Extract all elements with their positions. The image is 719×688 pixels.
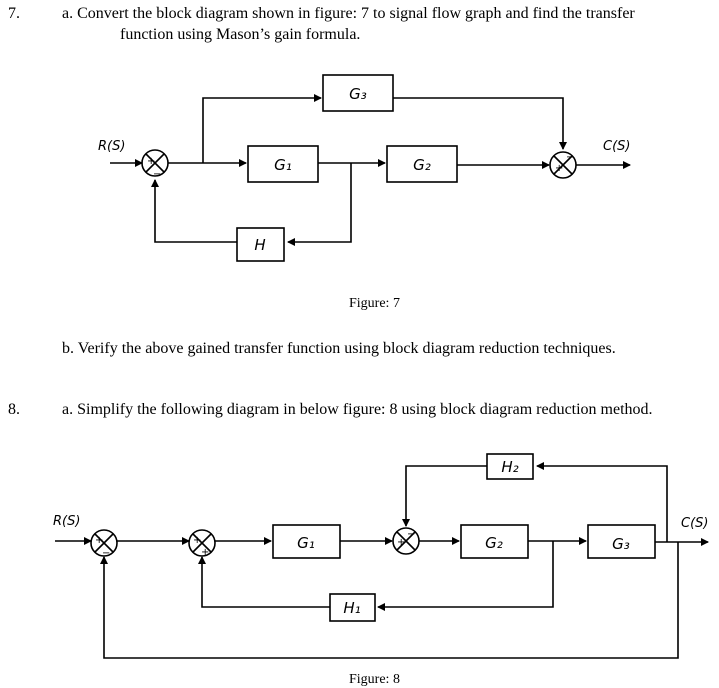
figure-7-caption: Figure: 7 [349, 296, 400, 311]
question-7b: b. Verify the above gained transfer func… [62, 340, 616, 357]
fig7-label-g2: G₂ [413, 156, 431, 174]
fig8-label-g1: G₁ [297, 534, 315, 552]
fig7-block-h [236, 227, 285, 262]
fig7-sum2-minus: − [566, 152, 574, 163]
fig7-input-label: R(S) [98, 139, 125, 154]
fig7-block-g3 [322, 74, 394, 112]
fig8-arrow-to-h1 [377, 541, 554, 611]
fig8-feedback-h2 [402, 465, 487, 527]
figure-8-caption: Figure: 8 [349, 672, 400, 687]
fig7-label-h: H [254, 236, 265, 254]
fig8-feedback-h1 [198, 556, 330, 608]
fig8-sum2-plus-b: + [201, 547, 209, 558]
fig8-output-label: C(S) [681, 516, 708, 531]
fig8-arrow-to-h2 [536, 462, 668, 542]
fig8-unity-feedback [100, 542, 679, 659]
fig8-sum1-plus: + [95, 535, 103, 546]
fig8-input-label: R(S) [53, 514, 80, 529]
question-7a-line1: a. Convert the block diagram shown in fi… [62, 5, 635, 22]
fig7-label-g1: G₁ [274, 156, 292, 174]
fig7-arrow-to-g3 [202, 94, 322, 163]
fig7-feedback-arrow [151, 179, 237, 243]
fig8-sum3-minus: − [407, 529, 415, 540]
fig7-sum1-minus: − [153, 169, 161, 180]
fig7-arrow-to-h [287, 163, 352, 246]
fig8-label-h1: H₁ [343, 599, 360, 617]
fig7-block-g2 [386, 145, 458, 183]
fig7-arrow-g3-to-sum2 [393, 97, 567, 150]
fig7-output-label: C(S) [603, 139, 630, 154]
question-7-number: 7. [8, 5, 20, 22]
question-8-number: 8. [8, 401, 20, 418]
fig7-sum1-plus: + [147, 156, 155, 167]
fig8-label-g3: G₃ [612, 535, 630, 553]
fig8-sum2-plus: + [193, 535, 201, 546]
fig7-block-g1 [247, 145, 319, 183]
question-8a: a. Simplify the following diagram in bel… [62, 401, 653, 418]
fig7-label-g3: G₃ [349, 85, 367, 103]
fig8-label-g2: G₂ [485, 534, 503, 552]
question-7a-line2: function using Mason’s gain formula. [120, 26, 361, 43]
fig7-sum2-plus: + [555, 163, 563, 174]
fig8-label-h2: H₂ [501, 458, 518, 476]
fig8-sum3-plus: + [397, 537, 405, 548]
fig8-sum1-minus: − [102, 548, 110, 559]
